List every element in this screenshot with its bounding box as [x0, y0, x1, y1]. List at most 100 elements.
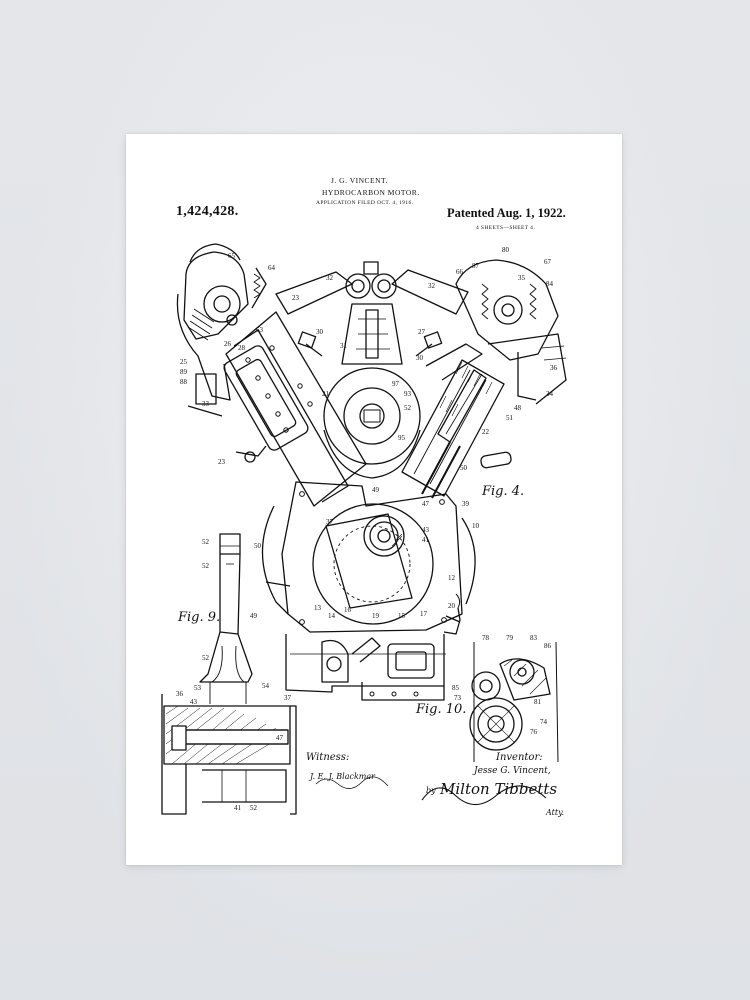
ref-85: 85	[452, 684, 460, 692]
ref-12: 12	[448, 574, 456, 582]
patented-date: Patented Aug. 1, 1922.	[447, 206, 566, 220]
ref-15: 15	[398, 612, 406, 620]
ref-80: 80	[502, 246, 510, 254]
ref-33: 33	[202, 400, 210, 408]
ref-49: 49	[372, 486, 380, 494]
ref-32-right: 32	[428, 282, 436, 290]
ref-16: 16	[344, 606, 352, 614]
ref-23-left: 23	[218, 458, 226, 466]
fig9-label: Fig. 9.	[178, 610, 221, 625]
ref-10: 10	[472, 522, 480, 530]
ref-35: 35	[518, 274, 526, 282]
ref-43-fig9: 43	[190, 698, 198, 706]
ref-51: 51	[506, 414, 514, 422]
ref-81: 81	[534, 698, 542, 706]
ref-22: 22	[482, 428, 490, 436]
ref-21: 21	[322, 390, 330, 398]
ref-39: 39	[462, 500, 470, 508]
patent-title: HYDROCARBON MOTOR.	[322, 188, 420, 197]
ref-41: 41	[422, 536, 430, 544]
by-label: by	[426, 786, 436, 795]
ref-30-right: 30	[416, 354, 424, 362]
sheet-count: 4 SHEETS—SHEET 4.	[476, 225, 536, 231]
attorney-signature: Milton Tibbetts	[440, 780, 558, 798]
right-valve-gear	[455, 259, 567, 405]
right-cylinder-section	[401, 343, 512, 499]
ref-20: 20	[448, 602, 456, 610]
ref-14: 14	[328, 612, 336, 620]
ref-76: 76	[530, 728, 538, 736]
ref-41-fig9: 41	[234, 804, 242, 812]
ref-52-fig9d: 52	[250, 804, 258, 812]
ref-26: 26	[224, 340, 232, 348]
ref-86: 86	[544, 642, 552, 650]
ref-34: 34	[546, 390, 554, 398]
gear-housing	[323, 367, 421, 479]
ref-79: 79	[506, 634, 514, 642]
ref-43: 43	[422, 526, 430, 534]
left-valve-gear	[176, 243, 267, 417]
intake-manifold	[275, 261, 469, 365]
ref-52-fig9b: 52	[202, 562, 210, 570]
ref-25: 25	[180, 358, 188, 366]
ref-23-top: 23	[292, 294, 300, 302]
crankcase	[261, 481, 476, 633]
ref-47: 47	[422, 500, 430, 508]
ref-37: 37	[326, 518, 334, 526]
inventor-line: J. G. VINCENT.	[331, 176, 388, 185]
ref-78: 78	[482, 634, 490, 642]
engine-drawing: 65 64 32 32 23 63 26 28 30 31 27 30 25 8…	[161, 243, 567, 815]
atty-label: Atty.	[546, 808, 565, 817]
ref-66: 66	[456, 268, 464, 276]
ref-36-fig9: 36	[176, 690, 184, 698]
ref-93: 93	[404, 390, 412, 398]
ref-54: 54	[262, 682, 270, 690]
ref-37-fig9: 37	[284, 694, 292, 702]
ref-63: 63	[256, 326, 264, 334]
ref-88: 88	[180, 378, 188, 386]
ref-19: 19	[372, 612, 380, 620]
ref-48: 48	[514, 404, 522, 412]
inventor-name: Jesse G. Vincent,	[474, 766, 551, 776]
ref-73: 73	[454, 694, 462, 702]
ref-36-top: 36	[550, 364, 558, 372]
ref-83: 83	[530, 634, 538, 642]
patent-number: 1,424,428.	[176, 204, 239, 219]
fig10-label: Fig. 10.	[416, 702, 467, 717]
ref-64: 64	[268, 264, 276, 272]
ref-52-top: 52	[404, 404, 412, 412]
ref-52-fig9c: 52	[202, 654, 210, 662]
fig4-label: Fig. 4.	[482, 484, 525, 499]
ref-30-left: 30	[316, 328, 324, 336]
ref-74: 74	[540, 718, 548, 726]
ref-89: 89	[180, 368, 188, 376]
ref-53: 53	[194, 684, 202, 692]
oil-pan-assembly	[285, 593, 461, 701]
ref-95: 95	[398, 434, 406, 442]
ref-49-fig9: 49	[250, 612, 258, 620]
ref-17: 17	[420, 610, 428, 618]
witness-label: Witness:	[306, 752, 350, 763]
ref-52-fig9a: 52	[202, 538, 210, 546]
attorney-flourish	[421, 785, 547, 806]
ref-31: 31	[340, 342, 348, 350]
fig10-gear-detail	[469, 641, 559, 763]
poster-print: J. G. VINCENT. HYDROCARBON MOTOR. APPLIC…	[126, 134, 622, 865]
ref-50-fig9: 50	[254, 542, 262, 550]
witness-flourish	[315, 776, 389, 789]
ref-65: 65	[228, 252, 236, 260]
left-cylinder	[223, 311, 367, 507]
fig9-connecting-rod	[161, 533, 297, 815]
ref-50: 50	[460, 464, 468, 472]
witness-signature: J. E. J. Blackmar	[310, 772, 375, 781]
ref-28: 28	[238, 344, 246, 352]
ref-87: 87	[472, 262, 480, 270]
ref-32-left: 32	[326, 274, 334, 282]
ref-97: 97	[392, 380, 400, 388]
ref-67: 67	[544, 258, 552, 266]
ref-13: 13	[314, 604, 322, 612]
ref-84: 84	[546, 280, 554, 288]
application-date: APPLICATION FILED OCT. 4, 1916.	[316, 200, 414, 206]
ref-27: 27	[418, 328, 426, 336]
ref-47-fig9: 47	[276, 734, 284, 742]
